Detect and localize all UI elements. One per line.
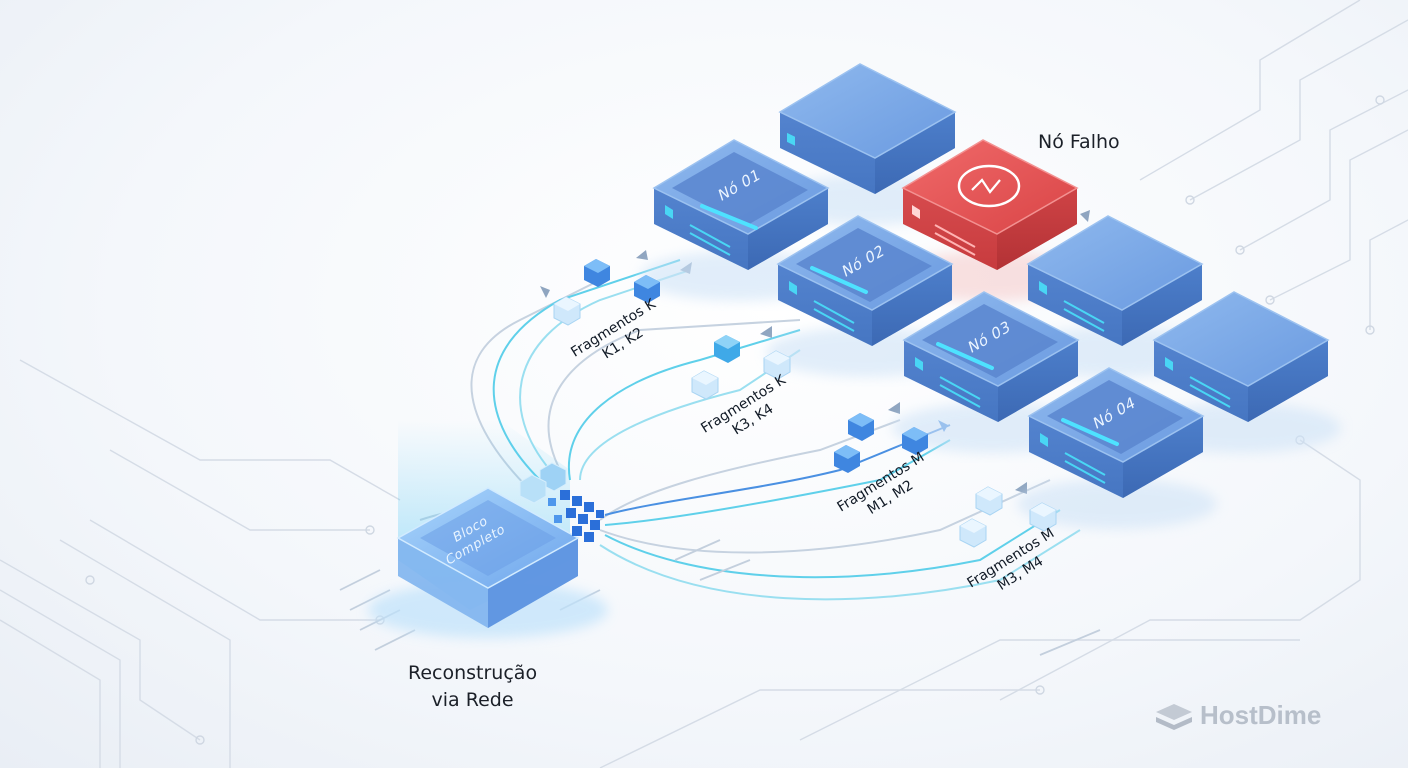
block-top-cubes <box>519 462 567 504</box>
brand-logo: HostDime <box>1152 700 1321 731</box>
cube-k2 <box>634 275 660 303</box>
server-node-04 <box>1017 367 1217 529</box>
cube-m1-b <box>834 445 860 473</box>
cube-k1 <box>584 259 610 287</box>
cube-m3-ghost-b <box>959 518 987 548</box>
cube-m2 <box>902 427 928 455</box>
hostdime-logo-icon <box>1156 704 1192 730</box>
failed-node-title: Nó Falho <box>1038 131 1120 153</box>
cube-k3 <box>714 335 740 363</box>
reconstruction-title: Reconstrução via Rede <box>408 660 537 714</box>
server-node-01 <box>640 139 840 301</box>
cube-k1-ghost <box>553 296 581 326</box>
reconstruction-line1: Reconstrução <box>408 662 538 684</box>
cube-k4-ghost <box>763 350 791 380</box>
data-flow-lines <box>419 259 1081 601</box>
fragment-cubes <box>553 259 1057 548</box>
cube-m4-ghost <box>1029 502 1057 532</box>
assembling-cubes <box>548 490 604 542</box>
cube-m3-ghost <box>975 486 1003 516</box>
complete-block <box>368 420 608 638</box>
cube-m1 <box>848 413 874 441</box>
server-node-right-2 <box>1141 291 1341 453</box>
reconstruction-line2: via Rede <box>431 689 514 711</box>
brand-name: HostDime <box>1200 700 1322 730</box>
cube-k3-ghost <box>691 370 719 400</box>
